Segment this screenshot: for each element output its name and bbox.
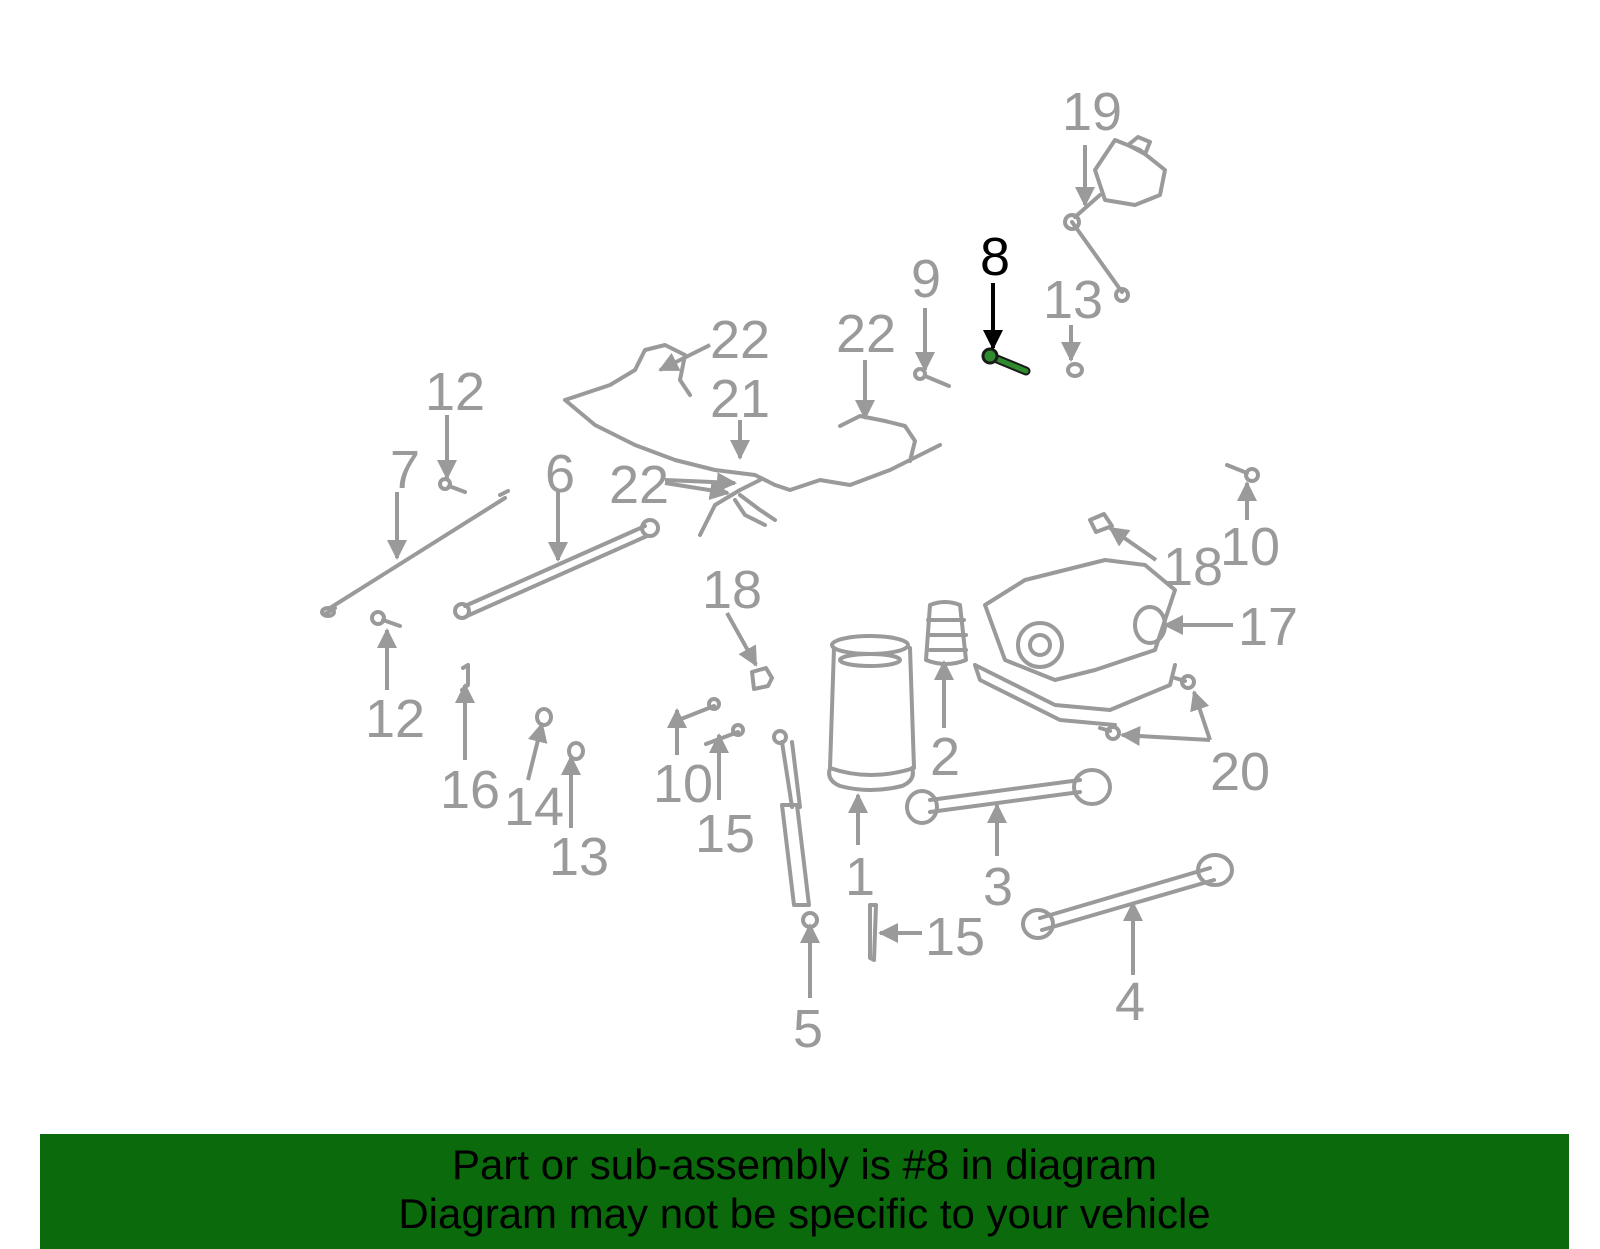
nut-part-13-top bbox=[1066, 362, 1084, 378]
bolt-part-10-right bbox=[1225, 463, 1260, 483]
air-spring-part-1 bbox=[827, 634, 916, 792]
callout-18-left: 18 bbox=[702, 560, 762, 620]
callout-13-bottom: 13 bbox=[549, 827, 609, 887]
bracket-part-18-left bbox=[750, 666, 774, 691]
callout-18-right: 18 bbox=[1163, 537, 1223, 597]
callout-labels: 19 8 13 9 22 22 21 22 12 7 6 12 16 14 13… bbox=[365, 82, 1298, 1059]
nut-part-14 bbox=[535, 707, 553, 727]
callout-5: 5 bbox=[793, 999, 823, 1059]
bolt-part-12-bottom bbox=[370, 610, 402, 628]
bolt-part-10-left bbox=[674, 697, 721, 723]
bolt-part-11 bbox=[704, 723, 745, 746]
bump-stop-part-2 bbox=[924, 600, 968, 666]
callout-13-top: 13 bbox=[1043, 270, 1103, 330]
callout-9: 9 bbox=[911, 249, 941, 309]
fastener-part-19-bottom bbox=[1098, 725, 1121, 741]
callout-6: 6 bbox=[545, 444, 575, 504]
banner-line-1: Part or sub-assembly is #8 in diagram bbox=[452, 1141, 1157, 1188]
callout-19: 20 bbox=[1210, 742, 1270, 802]
callout-22-b: 22 bbox=[836, 304, 896, 364]
leader-lines bbox=[377, 145, 1257, 998]
control-arm-part-3 bbox=[905, 768, 1112, 825]
callout-12-top: 12 bbox=[425, 362, 485, 422]
callout-20: 19 bbox=[1062, 82, 1122, 142]
callout-2: 2 bbox=[930, 727, 960, 787]
callout-14: 14 bbox=[504, 777, 564, 837]
callout-21: 21 bbox=[710, 369, 770, 429]
callout-17: 17 bbox=[1238, 597, 1298, 657]
callout-22-c: 22 bbox=[609, 455, 669, 515]
callout-7: 7 bbox=[390, 440, 420, 500]
bolt-part-8 bbox=[981, 347, 1031, 376]
callout-1: 1 bbox=[845, 847, 875, 907]
nut-part-13-bottom bbox=[567, 741, 585, 761]
callout-10-left: 10 bbox=[653, 754, 713, 814]
callout-11: 15 bbox=[695, 804, 755, 864]
shock-absorber-part-5 bbox=[772, 729, 819, 929]
bolt-part-9 bbox=[913, 367, 951, 388]
lower-arm-part-4 bbox=[1021, 853, 1234, 940]
link-part-6 bbox=[453, 518, 660, 620]
callout-22-a: 22 bbox=[710, 310, 770, 370]
compressor-part-17 bbox=[973, 558, 1177, 727]
clip-part-15 bbox=[868, 903, 878, 962]
callout-10-right: 10 bbox=[1220, 517, 1280, 577]
info-banner: Part or sub-assembly is #8 in diagram Di… bbox=[40, 1134, 1569, 1249]
bolt-part-12-top bbox=[438, 477, 467, 494]
rod-part-7 bbox=[320, 489, 510, 618]
callout-8-highlighted: 8 bbox=[980, 227, 1010, 287]
banner-line-2: Diagram may not be specific to your vehi… bbox=[398, 1190, 1211, 1237]
callout-12-bottom: 12 bbox=[365, 689, 425, 749]
callout-15: 15 bbox=[925, 907, 985, 967]
fastener-part-19-top bbox=[1173, 674, 1196, 690]
callout-3: 3 bbox=[983, 857, 1013, 917]
bracket-part-18-right bbox=[1088, 512, 1114, 534]
callout-16: 16 bbox=[440, 760, 500, 820]
callout-4: 4 bbox=[1115, 972, 1145, 1032]
